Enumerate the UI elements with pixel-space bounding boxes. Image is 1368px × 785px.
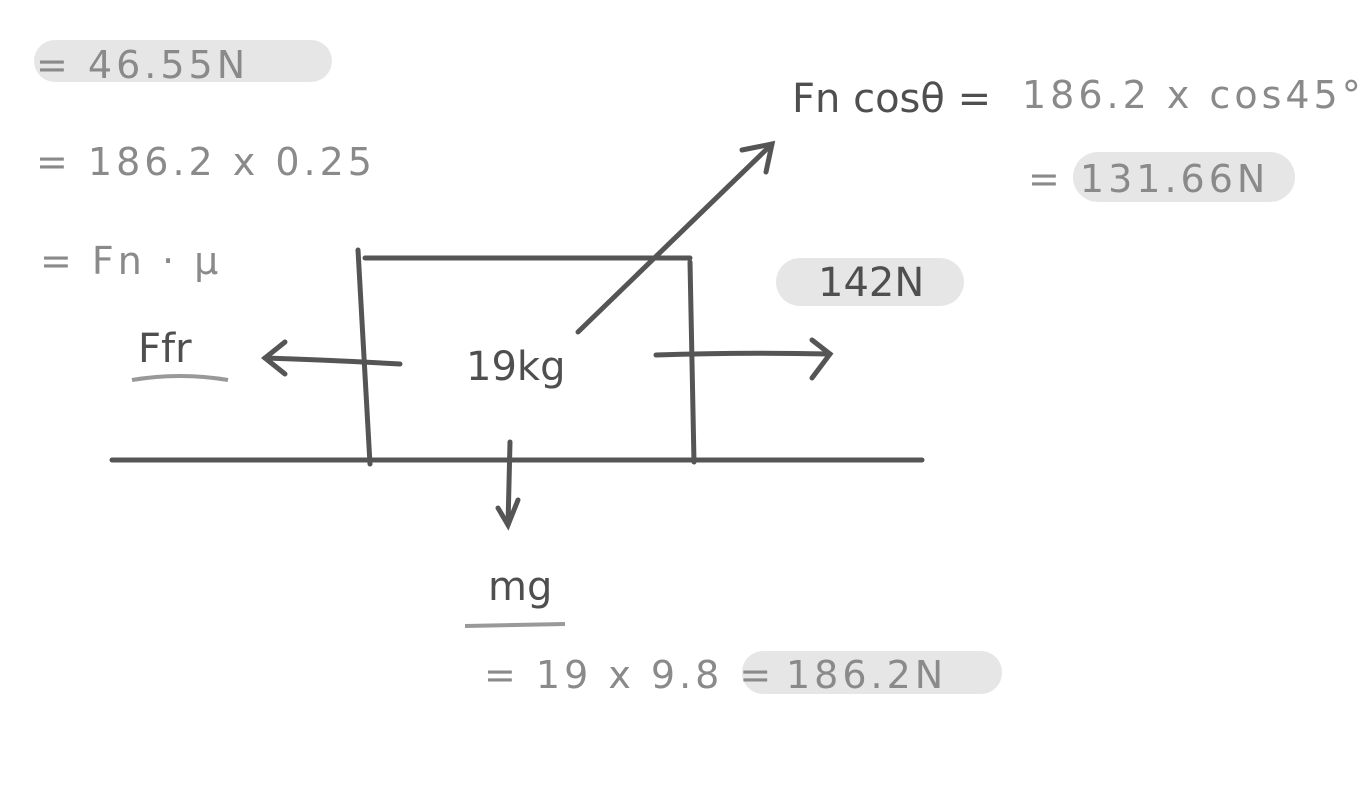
friction-formula: = Fn · μ — [40, 239, 222, 283]
friction-label: Ffr — [138, 326, 192, 372]
normal-force-arrow — [575, 140, 776, 335]
mass-label: 19kg — [466, 344, 565, 390]
friction-result: = 46.55N — [36, 43, 249, 87]
mg-underline — [464, 622, 566, 628]
ffr-underline — [131, 374, 229, 382]
friction-calc: = 186.2 x 0.25 — [36, 140, 376, 184]
applied-force-arrow — [653, 337, 834, 381]
weight-arrow — [495, 439, 521, 531]
applied-force-label: 142N — [818, 260, 924, 306]
weight-label: mg — [488, 564, 552, 610]
highlight-weight-result — [742, 651, 1002, 694]
weight-calc: = 19 x 9.8 = — [484, 653, 775, 697]
normal-result: = 131.66N — [1028, 157, 1269, 201]
highlight-applied-force — [776, 258, 964, 306]
normal-formula: Fn cosθ = — [792, 76, 991, 122]
highlight-normal-result — [1073, 152, 1295, 202]
block — [355, 247, 697, 467]
normal-calc: 186.2 x cos45° — [1022, 73, 1365, 117]
weight-result: 186.2N — [786, 653, 947, 697]
friction-arrow — [260, 339, 403, 377]
highlight-friction-result — [34, 40, 332, 82]
